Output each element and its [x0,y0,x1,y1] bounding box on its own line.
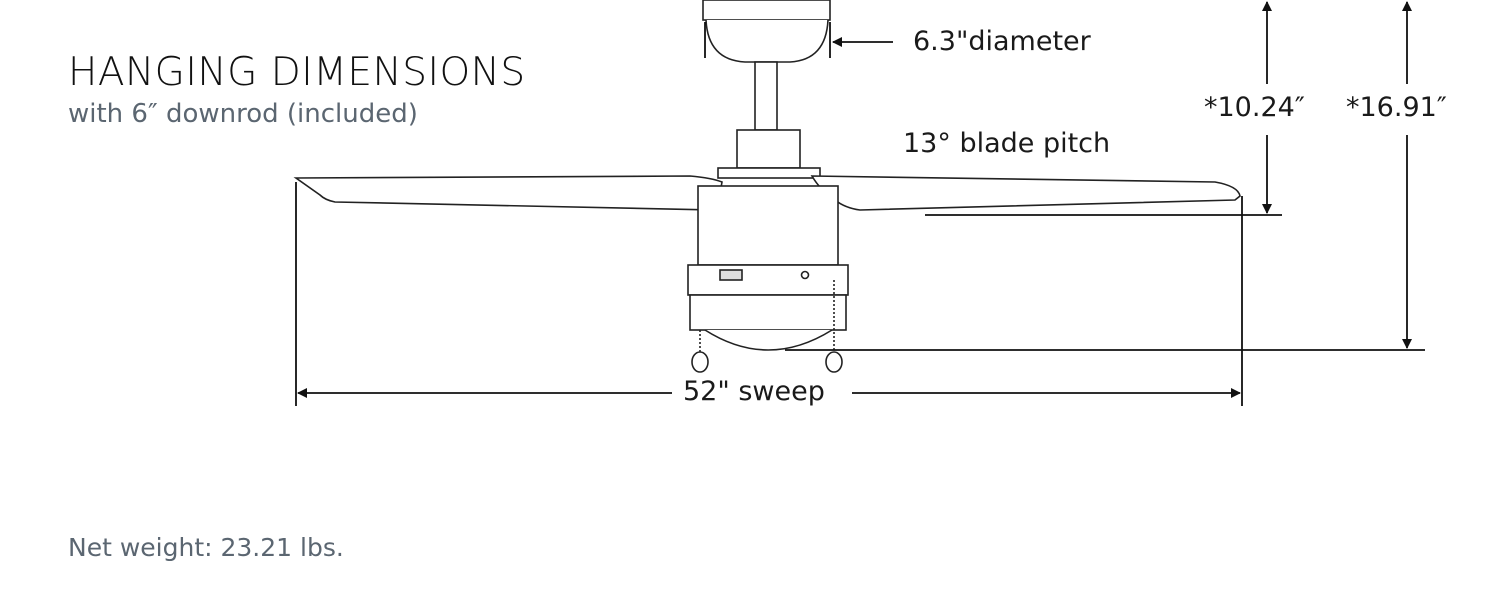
mount-plate [717,167,821,179]
page-title: HANGING DIMENSIONS [68,50,526,95]
motor-housing [697,185,839,266]
right-blade [810,175,1241,211]
downrod [754,61,778,131]
dimension-lines [295,1,1425,406]
screw [800,270,810,280]
pull-chain-fob-right [825,351,843,373]
net-weight: Net weight: 23.21 lbs. [68,533,344,562]
sweep-label: 52" sweep [683,376,825,407]
pull-chain-fob-left [691,351,709,373]
left-blade [293,175,723,211]
diameter-label: 6.3"diameter [913,26,1091,57]
canopy-top [702,0,831,21]
ceiling-to-bottom-label: *16.91″ [1346,92,1447,123]
light-bowl [704,329,833,351]
canopy-dome [705,19,829,63]
ceiling-to-blade-label: *10.24″ [1204,92,1305,123]
motor-collar [736,129,801,169]
blade-pitch-label: 13° blade pitch [903,128,1111,159]
reverse-switch [719,269,743,281]
ceiling-fan-illustration [293,0,1241,373]
switch-housing [687,264,849,296]
page-subtitle: with 6″ downrod (included) [68,99,418,129]
light-band [689,294,847,331]
